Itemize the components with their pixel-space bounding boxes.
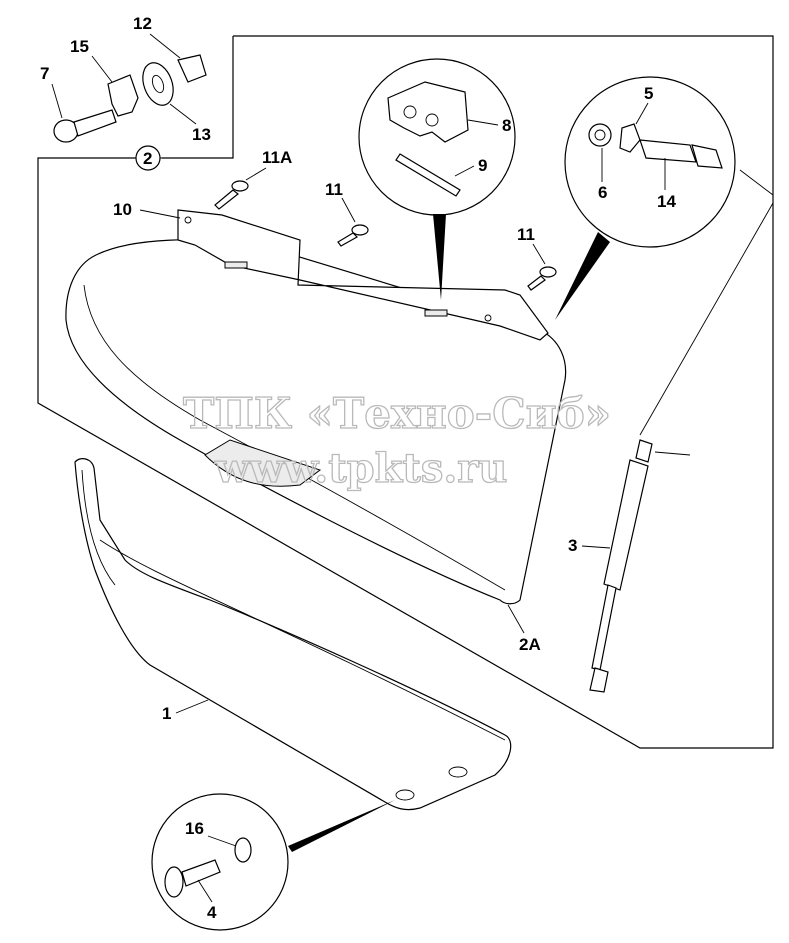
- fasteners-7-15-13-12: [53, 54, 207, 143]
- callout-4: 4: [207, 903, 217, 922]
- callout-13: 13: [192, 125, 211, 144]
- callout-6: 6: [598, 183, 607, 202]
- callout-11-right: 11: [517, 225, 535, 244]
- screw-11a: [214, 180, 249, 210]
- callout-10: 10: [113, 200, 132, 219]
- callout-8: 8: [502, 116, 511, 135]
- callout-14: 14: [657, 192, 676, 211]
- callout-1: 1: [162, 704, 171, 723]
- callout-11a: 11A: [262, 148, 292, 167]
- detail-circle-4-16: [151, 793, 395, 931]
- detail-circle-8-9: [358, 58, 516, 300]
- screw-11-right: [527, 266, 557, 291]
- callout-2a: 2A: [519, 635, 541, 654]
- watermark: ТПК «Техно-Сиб» www.tpkts.ru: [182, 388, 611, 492]
- callout-3: 3: [568, 536, 577, 555]
- bracket-10: [177, 209, 549, 341]
- callout-16: 16: [185, 819, 204, 838]
- detail-circle-5-6-14: [555, 76, 736, 320]
- outer-panel-1: [74, 458, 512, 811]
- subassembly-outline: [37, 35, 774, 749]
- gas-strut-3: [589, 439, 691, 693]
- watermark-company: ТПК «Техно-Сиб»: [183, 389, 611, 438]
- callout-11-middle: 11: [325, 180, 343, 199]
- watermark-url: www.tpkts.ru: [214, 445, 507, 492]
- screw-11-middle: [337, 224, 369, 247]
- callout-labels: 1 2 2A 3 4 5 6 7 8 9 10 11 11 11A 12 13: [40, 14, 676, 922]
- callout-2: 2: [143, 149, 152, 168]
- callout-15: 15: [70, 37, 89, 56]
- callout-5: 5: [644, 84, 653, 103]
- callout-12: 12: [133, 14, 152, 33]
- callout-7: 7: [40, 64, 49, 83]
- callout-9: 9: [478, 156, 487, 175]
